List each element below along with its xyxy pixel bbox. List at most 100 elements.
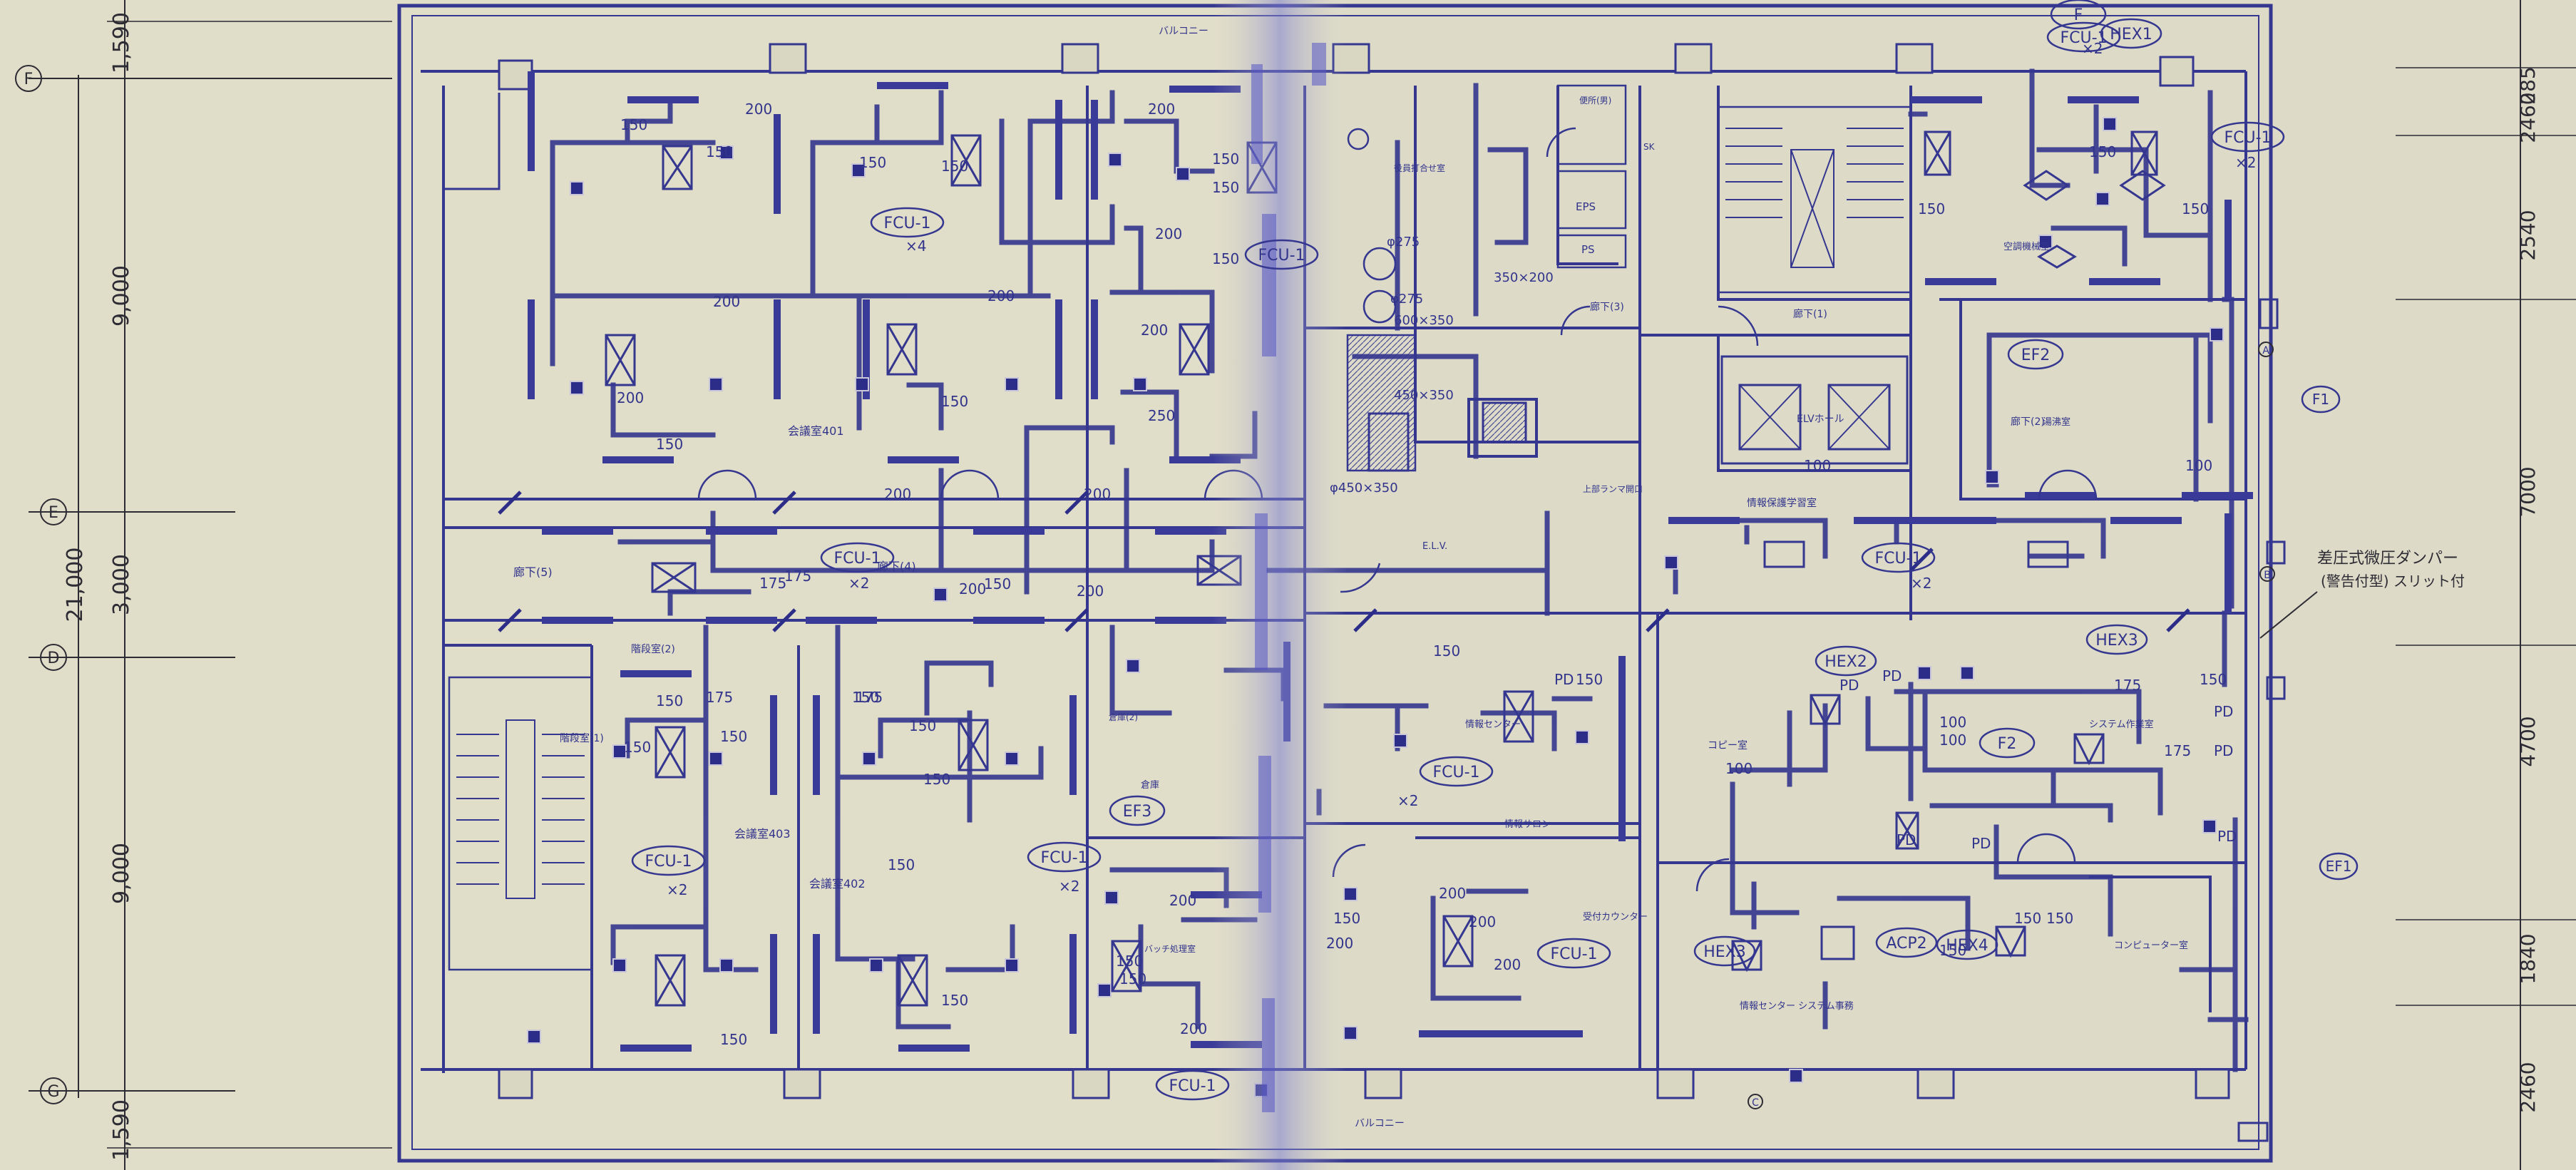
duct-size-label: 150 bbox=[984, 575, 1011, 592]
duct-size-label: 150 bbox=[852, 689, 879, 706]
equipment-tag-bubble bbox=[1875, 927, 1938, 958]
duct-size-label: 200 bbox=[884, 486, 911, 503]
duct-size-label: PD bbox=[1882, 667, 1902, 684]
grid-axis-bubble bbox=[15, 65, 42, 92]
duct-size-label: 175 bbox=[706, 689, 733, 706]
misc-mark: A bbox=[2262, 345, 2269, 356]
room-label: EPS bbox=[1576, 200, 1596, 213]
dimension-label: 4700 bbox=[2516, 716, 2540, 766]
room-label: ELVホール bbox=[1797, 414, 1844, 425]
room-label: 廊下(1) bbox=[1793, 308, 1827, 320]
duct-size-label: 200 bbox=[1077, 583, 1104, 600]
annotation-line: 差圧式微圧ダンパー bbox=[2317, 550, 2458, 568]
equipment-tag-bubble bbox=[2050, 0, 2107, 30]
duct-size-label: 175 bbox=[2164, 742, 2191, 759]
equipment-count: ×2 bbox=[848, 575, 869, 592]
duct-spec-label: φ275 bbox=[1390, 292, 1423, 307]
room-label: バッチ処理室 bbox=[1144, 943, 1196, 954]
equipment-tag: FCU-1 bbox=[2060, 29, 2107, 47]
equipment-tag-bubble bbox=[1861, 542, 1936, 573]
duct-size-label: 150 bbox=[1212, 250, 1239, 267]
grid-axis-label: F bbox=[24, 71, 34, 88]
stair-right bbox=[1717, 106, 1912, 294]
duct-size-label: 100 bbox=[1939, 732, 1966, 749]
room-label: 情報サロン bbox=[1504, 819, 1551, 830]
room-label: E.L.V. bbox=[1422, 541, 1447, 552]
equipment-tag-bubble bbox=[870, 207, 945, 238]
equipment-count: ×4 bbox=[905, 237, 926, 255]
hex-units bbox=[1731, 170, 2286, 1142]
duct-size-label: 150 bbox=[1333, 910, 1360, 927]
duct-size-label: 200 bbox=[1180, 1020, 1207, 1037]
duct-size-label: 150 bbox=[1918, 200, 1945, 217]
room-label: 会議室401 bbox=[788, 424, 844, 438]
duct-size-label: 150 bbox=[620, 116, 647, 133]
duct-size-label: 150 bbox=[941, 992, 968, 1009]
duct-size-label: 150 bbox=[2200, 671, 2227, 688]
misc-mark: C bbox=[1752, 1097, 1759, 1109]
grid-axis-bubble bbox=[40, 644, 67, 671]
equipment-tag: FCU-1 bbox=[1258, 247, 1305, 265]
duct-size-label: 200 bbox=[987, 287, 1015, 304]
duct-size-label: 200 bbox=[745, 101, 772, 118]
room-label: システム作業室 bbox=[2089, 719, 2154, 730]
grid-axis-bubble bbox=[40, 498, 67, 525]
room-label: 階段室(2) bbox=[631, 643, 675, 655]
equipment-tag: HEX3 bbox=[2095, 632, 2138, 650]
equipment-tag-bubble bbox=[1419, 756, 1494, 787]
duct-size-label: 150 bbox=[656, 436, 683, 453]
balcony-label: バルコニー bbox=[1355, 1118, 1405, 1129]
equipment-tag: HEX2 bbox=[1825, 653, 1867, 671]
room-label: 空調機械室 bbox=[2003, 241, 2050, 252]
equipment-tag-bubble bbox=[1536, 938, 1611, 969]
duct-size-label: 150 bbox=[1576, 671, 1603, 688]
equipment-count: ×2 bbox=[2235, 154, 2256, 171]
duct-size-label: 100 bbox=[1939, 714, 1966, 731]
duct-size-label: 150 bbox=[624, 739, 651, 756]
dimension-label: 2540 bbox=[2516, 210, 2540, 260]
misc-mark-circle bbox=[1748, 1094, 1763, 1109]
equipment-tag-bubble bbox=[2007, 339, 2064, 370]
room-label: コンピューター室 bbox=[2114, 940, 2188, 951]
duct-size-label: 200 bbox=[1155, 225, 1182, 242]
duct-spec-label: φ275 bbox=[1387, 235, 1420, 250]
equipment-tag: FCU-1 bbox=[645, 853, 692, 871]
duct-size-label: 200 bbox=[1141, 322, 1168, 339]
grid-axis-label: F1 bbox=[2312, 391, 2329, 408]
duct-size-label: PD bbox=[2217, 828, 2237, 845]
equipment-tag: ACP2 bbox=[1886, 935, 1926, 953]
room-label: 情報センター bbox=[1465, 719, 1521, 730]
room-label: 上部ランマ開口 bbox=[1583, 483, 1643, 494]
duct-size-label: 175 bbox=[784, 568, 811, 585]
equipment-tag-bubble bbox=[1244, 239, 1319, 270]
equipment-tag: FCU-1 bbox=[1040, 849, 1087, 867]
grid-axis-label: EF1 bbox=[2326, 858, 2352, 875]
equipment-tag: FCU-1 bbox=[2224, 129, 2271, 147]
grid-axis-label: E bbox=[48, 504, 58, 522]
equipment-tag: FCU-1 bbox=[833, 550, 881, 568]
equipment-tag-bubble bbox=[1027, 841, 1102, 873]
equipment-tag: F2 bbox=[1998, 735, 2017, 753]
room-label: 受付カウンター bbox=[1583, 912, 1648, 923]
equipment-tag: FCU-1 bbox=[1432, 764, 1479, 781]
duct-spec-label: 450×350 bbox=[1394, 388, 1454, 403]
wall-breaks bbox=[498, 491, 2190, 632]
duct-spec-label: 600×350 bbox=[1394, 313, 1454, 328]
labels-layer: FEDGF1EF11,5909,0003,0009,0001,59021,000… bbox=[15, 0, 2540, 1161]
grid-axis-label: D bbox=[48, 650, 60, 667]
duct-spec-label: 350×200 bbox=[1494, 270, 1554, 285]
duct-size-label: 150 bbox=[923, 771, 950, 788]
duct-size-label: 150 bbox=[720, 1031, 747, 1048]
dimension-label: 2460 bbox=[2516, 1062, 2540, 1112]
equipment-tag-bubble bbox=[1109, 795, 1166, 826]
duct-size-label: 150 bbox=[2014, 910, 2041, 927]
duct-size-label: 150 bbox=[1116, 953, 1143, 970]
duct-size-label: 200 bbox=[1439, 885, 1466, 902]
duct-size-label: 150 bbox=[1212, 150, 1239, 168]
dimension-label: 9,000 bbox=[109, 265, 134, 327]
left-page bbox=[0, 0, 1276, 1170]
room-label: 階段室(1) bbox=[560, 732, 604, 744]
equipment-count: ×2 bbox=[1059, 878, 1079, 895]
room-label: 会議室403 bbox=[734, 827, 791, 841]
